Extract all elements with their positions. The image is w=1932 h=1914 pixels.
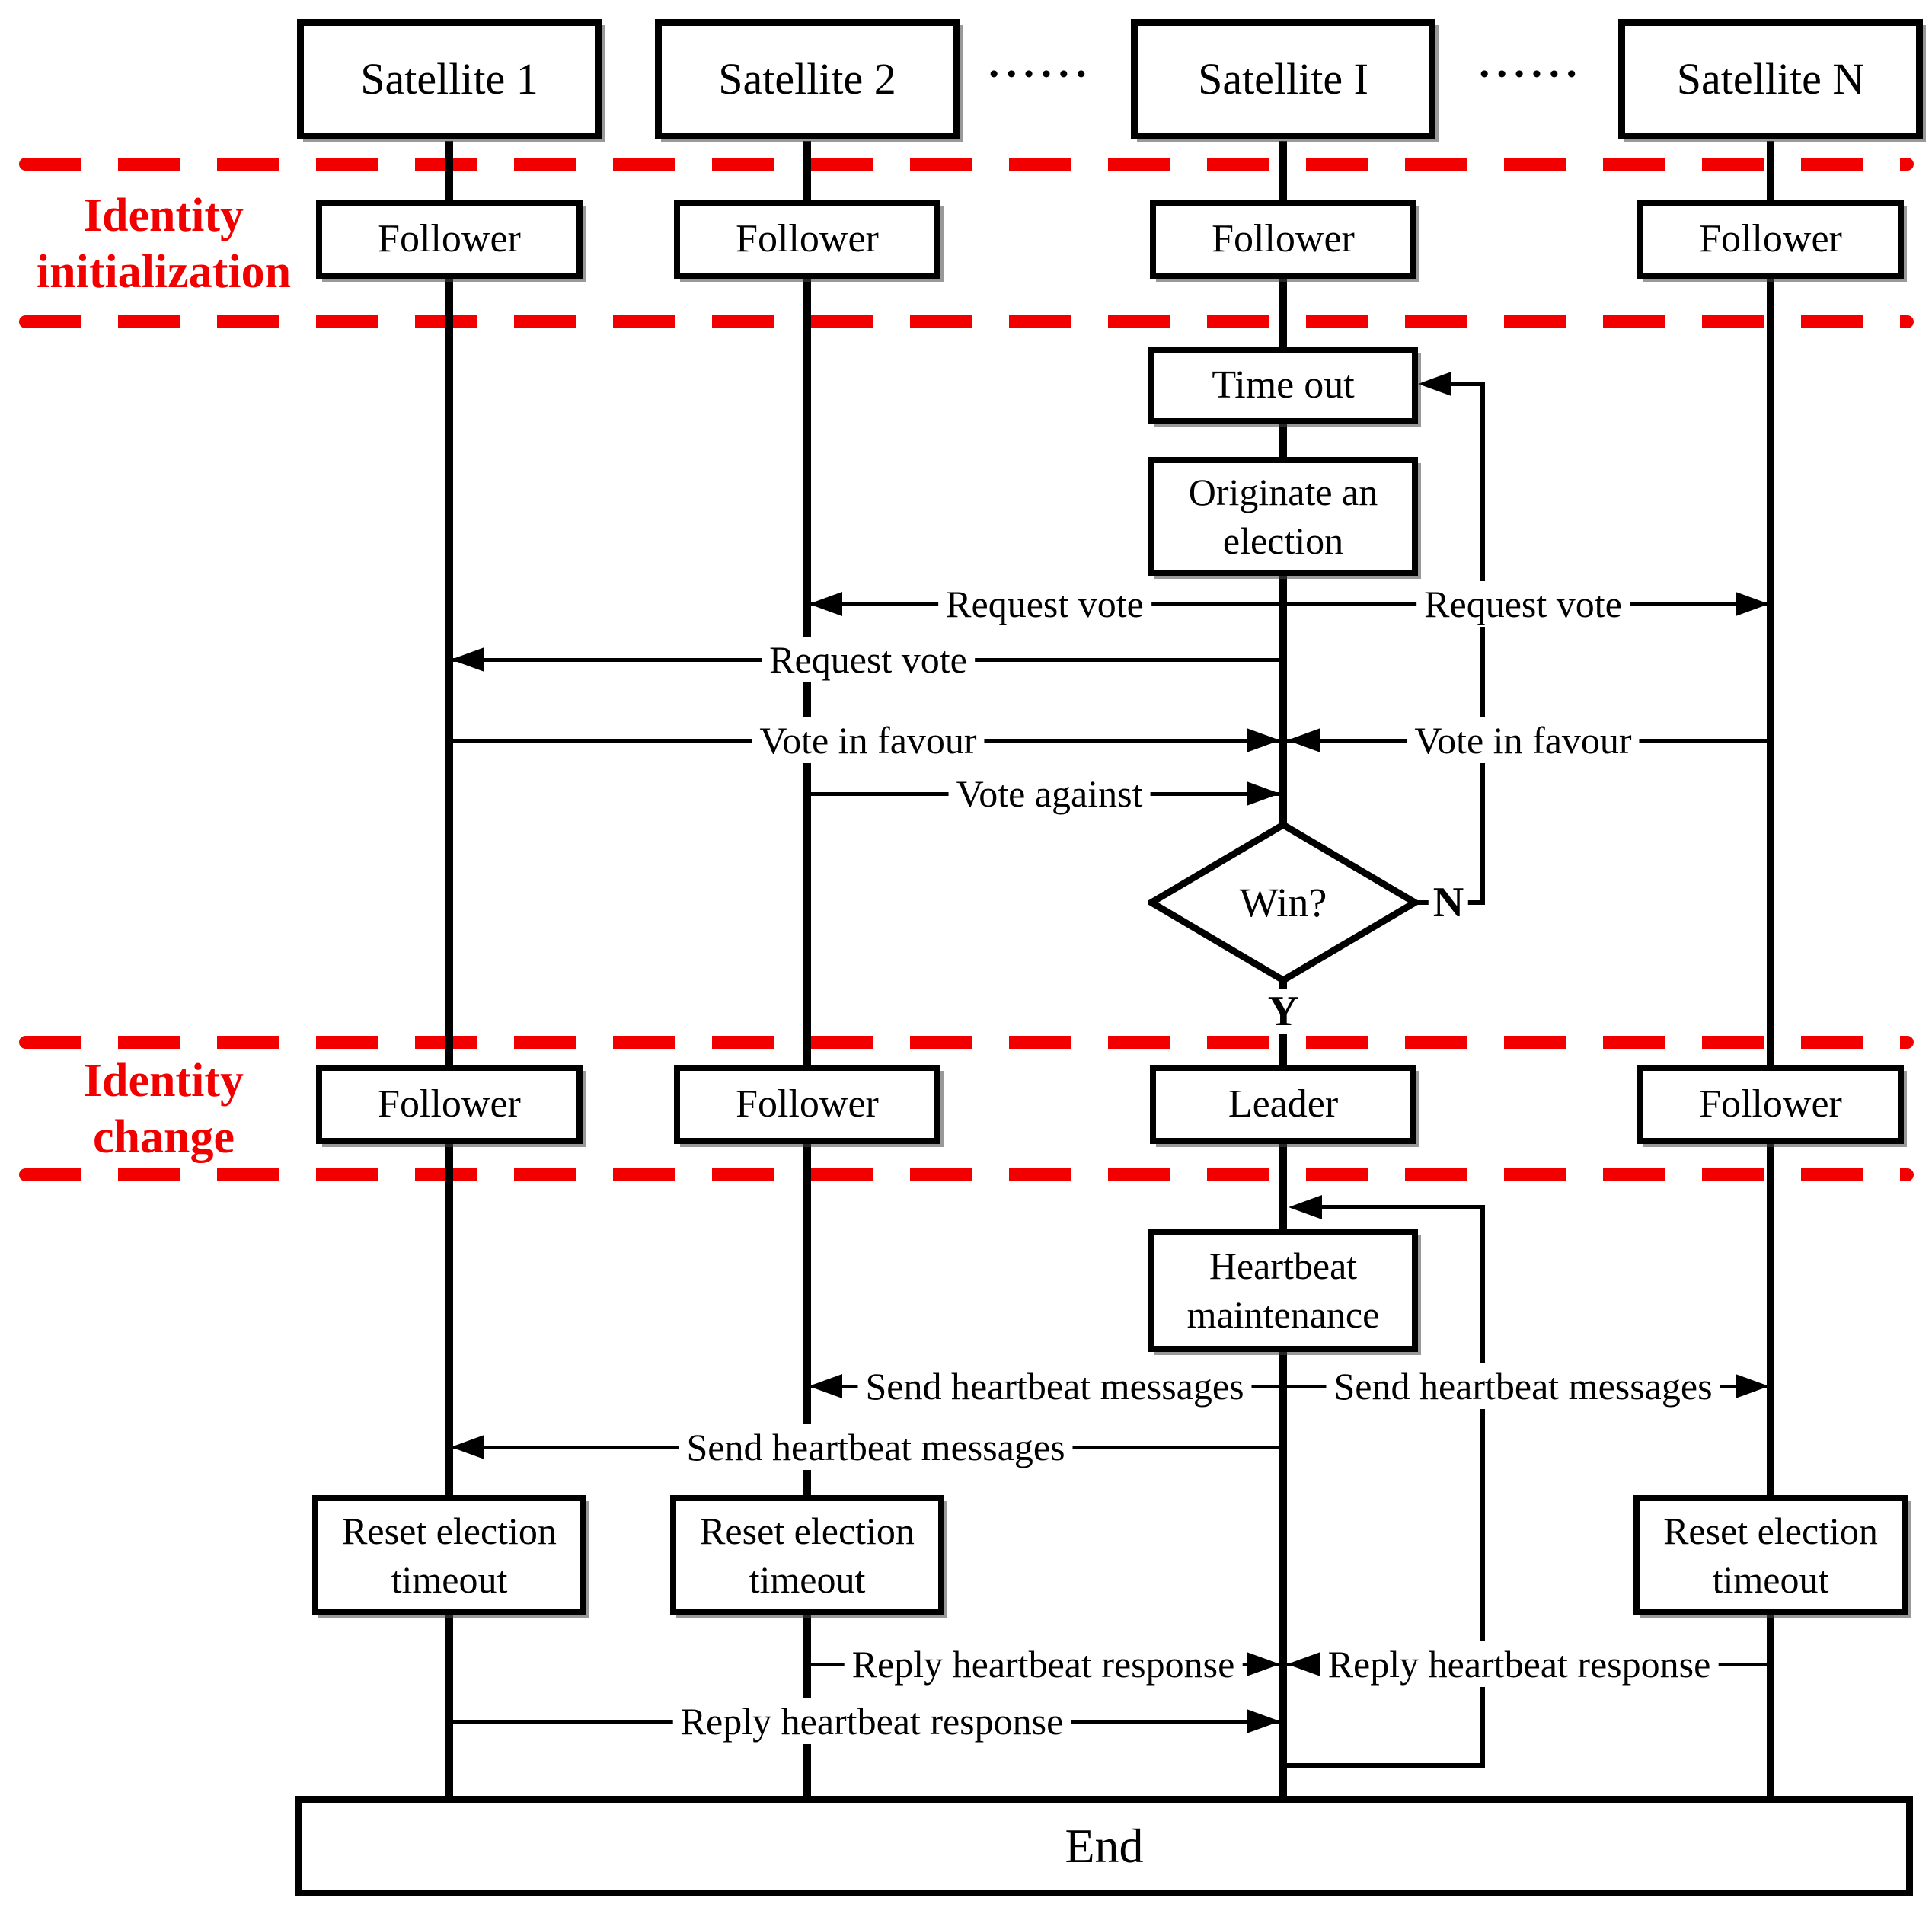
satellite-i-header-box: Satellite I xyxy=(1131,19,1435,139)
arrowhead-send-heartbeat-sat1-icon xyxy=(451,1435,484,1459)
state-box-sat1-follower-init: Follower xyxy=(316,200,583,279)
state-label: Follower xyxy=(1699,1082,1842,1126)
phase-label-line1: Identity xyxy=(83,190,244,241)
arrowhead-request-vote-satn-icon xyxy=(1736,592,1769,616)
heartbeat-maintenance-label-line1: Heartbeat xyxy=(1209,1245,1358,1287)
arrowhead-reply-heartbeat-left-icon xyxy=(1247,1652,1280,1676)
lifeline-satellite-n xyxy=(1767,141,1774,1805)
reset-timeout-label-line2: timeout xyxy=(1712,1558,1829,1601)
loop-no-branch-return xyxy=(1447,382,1485,386)
satellite-2-label: Satellite 2 xyxy=(718,54,896,104)
msg-label-send-heartbeat-sat1: Send heartbeat messages xyxy=(679,1424,1073,1470)
state-box-sat2-follower-after: Follower xyxy=(674,1065,940,1144)
heartbeat-maintenance-box: Heartbeat maintenance xyxy=(1148,1229,1418,1352)
msg-label-request-vote-sat2: Request vote xyxy=(938,581,1151,627)
reset-timeout-label-line2: timeout xyxy=(391,1558,508,1601)
heartbeat-loop-bottom xyxy=(1283,1763,1485,1768)
originate-election-label-line1: Originate an xyxy=(1188,471,1378,513)
satellite-1-header-box: Satellite 1 xyxy=(297,19,602,139)
heartbeat-maintenance-label-line2: maintenance xyxy=(1186,1293,1380,1336)
satellite-2-header-box: Satellite 2 xyxy=(655,19,960,139)
phase-label-identity-change: Identity change xyxy=(0,1053,327,1165)
msg-label-send-heartbeat-sat2: Send heartbeat messages xyxy=(857,1363,1252,1409)
msg-label-reply-heartbeat-sat2: Reply heartbeat response xyxy=(844,1641,1243,1687)
arrowhead-vote-in-favour-right-icon xyxy=(1287,728,1320,752)
msg-label-request-vote-sat1: Request vote xyxy=(762,637,975,682)
timeout-box: Time out xyxy=(1148,347,1418,424)
state-label: Leader xyxy=(1228,1082,1339,1126)
reset-timeout-label-line1: Reset election xyxy=(1663,1509,1878,1552)
phase-label-identity-initialization: Identity initialization xyxy=(0,187,327,300)
reset-timeout-box-satn: Reset election timeout xyxy=(1633,1495,1908,1615)
lifeline-satellite-2 xyxy=(803,141,811,1805)
phase-separator-line-4 xyxy=(19,1168,1914,1181)
win-decision-diamond xyxy=(1148,821,1419,984)
phase-separator-line-2 xyxy=(19,315,1914,328)
msg-label-vote-in-favour-right: Vote in favour xyxy=(1407,717,1640,763)
phase-label-line2: initialization xyxy=(36,246,292,298)
state-label: Follower xyxy=(736,1082,879,1126)
satellite-n-header-box: Satellite N xyxy=(1618,19,1923,139)
state-label: Follower xyxy=(1212,217,1355,260)
msg-label-reply-heartbeat-sat1: Reply heartbeat response xyxy=(672,1698,1071,1744)
state-label: Follower xyxy=(1699,217,1842,260)
state-label: Follower xyxy=(378,1082,521,1126)
msg-label-send-heartbeat-satn: Send heartbeat messages xyxy=(1326,1363,1720,1409)
loop-no-branch-vertical xyxy=(1480,384,1485,905)
state-label: Follower xyxy=(378,217,521,260)
state-label: Follower xyxy=(736,217,879,260)
reset-timeout-box-sat2: Reset election timeout xyxy=(670,1495,944,1615)
msg-label-request-vote-satn: Request vote xyxy=(1416,581,1630,627)
decision-no-label: N xyxy=(1428,880,1469,925)
arrowhead-reply-heartbeat-right-icon xyxy=(1287,1652,1320,1676)
reset-timeout-box-sat1: Reset election timeout xyxy=(312,1495,586,1615)
state-box-satn-follower-after: Follower xyxy=(1637,1065,1904,1144)
state-box-sat1-follower-after: Follower xyxy=(316,1065,583,1144)
originate-election-box: Originate an election xyxy=(1148,457,1418,576)
heartbeat-loop-top xyxy=(1320,1205,1485,1209)
arrowhead-request-vote-sat2-icon xyxy=(809,592,842,616)
arrowhead-send-heartbeat-satn-icon xyxy=(1736,1374,1769,1398)
arrowhead-into-timeout-icon xyxy=(1418,372,1451,396)
timeout-label: Time out xyxy=(1212,363,1355,407)
satellite-i-label: Satellite I xyxy=(1198,54,1368,104)
win-decision-label: Win? xyxy=(1239,880,1327,925)
phase-separator-line-1 xyxy=(19,158,1914,171)
state-box-sati-follower-init: Follower xyxy=(1150,200,1416,279)
state-box-sati-leader: Leader xyxy=(1150,1065,1416,1144)
msg-label-reply-heartbeat-satn: Reply heartbeat response xyxy=(1320,1641,1719,1687)
arrowhead-send-heartbeat-sat2-icon xyxy=(809,1374,842,1398)
satellite-n-label: Satellite N xyxy=(1676,54,1865,104)
phase-label-line2: change xyxy=(93,1111,235,1163)
heartbeat-loop-vertical xyxy=(1480,1205,1485,1768)
arrowhead-reply-heartbeat-sat1-icon xyxy=(1247,1709,1280,1733)
arrowhead-into-leader-lifeline-icon xyxy=(1289,1195,1322,1219)
end-label: End xyxy=(1065,1819,1144,1873)
state-box-sat2-follower-init: Follower xyxy=(674,200,940,279)
arrowhead-vote-against-icon xyxy=(1247,781,1280,806)
msg-label-vote-against: Vote against xyxy=(948,771,1151,816)
decision-yes-label: Y xyxy=(1263,989,1304,1034)
reset-timeout-label-line1: Reset election xyxy=(700,1509,915,1552)
phase-separator-line-3 xyxy=(19,1036,1914,1049)
state-box-satn-follower-init: Follower xyxy=(1637,200,1904,279)
msg-label-vote-in-favour-left: Vote in favour xyxy=(752,717,985,763)
end-box: End xyxy=(295,1796,1913,1896)
phase-label-line1: Identity xyxy=(83,1055,244,1107)
originate-election-label-line2: election xyxy=(1222,519,1344,562)
arrowhead-vote-in-favour-left-icon xyxy=(1247,728,1280,752)
ellipsis-dots-right: •••••• xyxy=(1480,60,1585,88)
satellite-1-label: Satellite 1 xyxy=(360,54,538,104)
reset-timeout-label-line2: timeout xyxy=(749,1558,866,1601)
ellipsis-dots-left: •••••• xyxy=(989,60,1094,88)
lifeline-satellite-1 xyxy=(445,141,453,1805)
arrowhead-request-vote-sat1-icon xyxy=(451,647,484,672)
reset-timeout-label-line1: Reset election xyxy=(342,1509,557,1552)
